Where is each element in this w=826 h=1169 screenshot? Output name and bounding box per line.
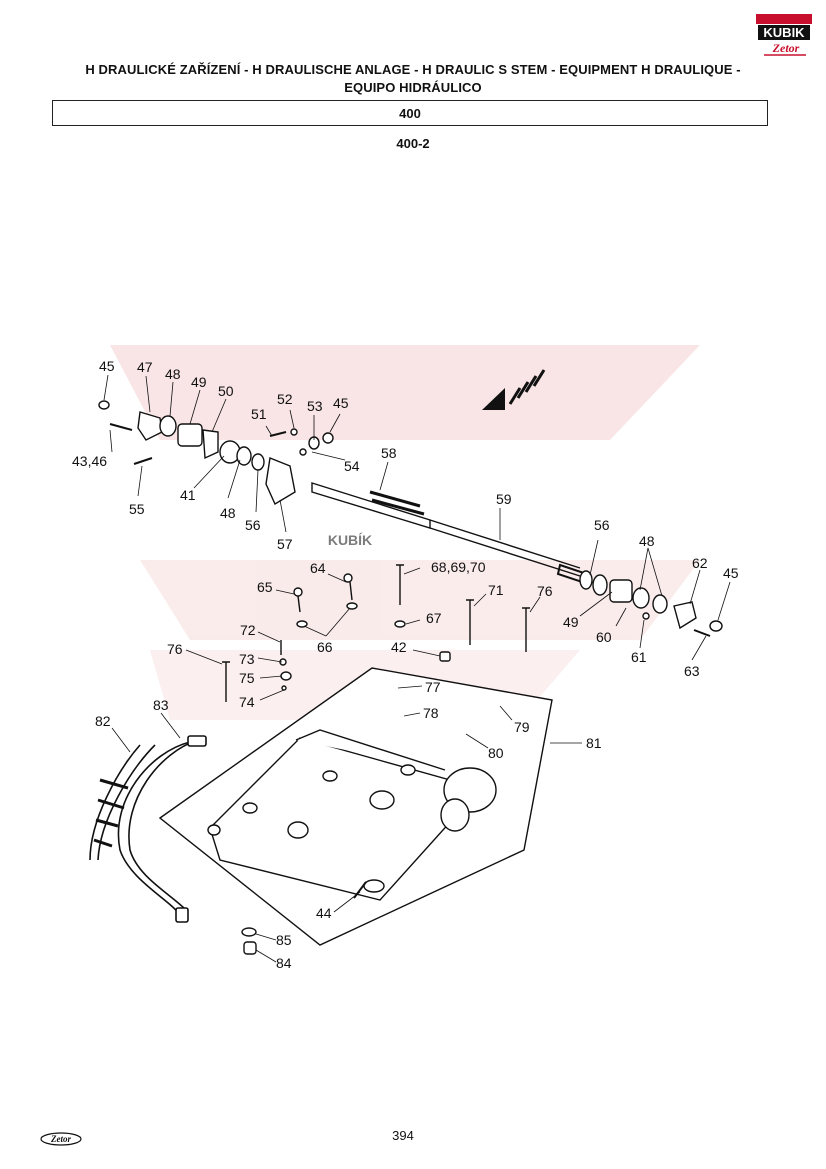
callout-label: 50 [218,383,234,399]
callout-label: 55 [129,501,145,517]
callout-label: 57 [277,536,293,552]
hydraulic-cover-81 [158,667,553,946]
callout-label: 44 [316,905,332,921]
callout-label: 51 [251,406,267,422]
right-bearing-parts [579,570,723,637]
callout-label: 54 [344,458,360,474]
section-number: 400 [399,106,421,121]
callout-label: 68,69,70 [431,559,486,575]
page-title-line2: EQUIPO HIDRÁULICO [344,80,482,95]
callout-label: 84 [276,955,292,971]
callout-label: 42 [391,639,407,655]
callout-labels: 45 47 48 49 50 43,46 52 53 45 51 54 41 4… [72,358,739,971]
callout-label: 66 [317,639,333,655]
callout-label: 60 [596,629,612,645]
callout-label: 48 [165,366,181,382]
kubik-zetor-logo: KUBIK Zetor [756,14,812,56]
watermark-text: KUBÍK [328,532,372,548]
callout-label: 53 [307,398,323,414]
callout-label: 80 [488,745,504,761]
callout-label: 77 [425,679,441,695]
callout-label: 49 [191,374,207,390]
callout-label: 45 [99,358,115,374]
callout-label: 85 [276,932,292,948]
callout-label: 43,46 [72,453,107,469]
fasteners [222,564,530,702]
callout-label: 47 [137,359,153,375]
callout-label: 71 [488,582,504,598]
callout-label: 72 [240,622,256,638]
callout-label: 48 [639,533,655,549]
callout-label: 61 [631,649,647,665]
callout-label: 63 [684,663,700,679]
zetor-footer-logo: Zetor [40,1132,82,1146]
callout-label: 56 [245,517,261,533]
logo-zetor-text: Zetor [772,41,800,55]
callout-label: 65 [257,579,273,595]
footer-logo-text: Zetor [50,1134,71,1144]
callout-label: 82 [95,713,111,729]
callout-label: 67 [426,610,442,626]
callout-label: 49 [563,614,579,630]
callout-label: 59 [496,491,512,507]
callout-label: 74 [239,694,255,710]
callout-label: 78 [423,705,439,721]
callout-label: 76 [167,641,183,657]
callout-label: 81 [586,735,602,751]
leader-lines [103,374,731,963]
callout-label: 64 [310,560,326,576]
callout-label: 83 [153,697,169,713]
callout-label: 48 [220,505,236,521]
section-box: 400 [52,100,768,126]
callout-label: 52 [277,391,293,407]
callout-label: 45 [723,565,739,581]
callout-label: 76 [537,583,553,599]
page-title-line1: H DRAULICKÉ ZAŘÍZENÍ - H DRAULISCHE ANLA… [85,62,741,77]
direction-arrow-icon [482,369,546,410]
callout-label: 45 [333,395,349,411]
page-number: 394 [392,1128,414,1143]
left-bearing-parts [98,400,334,506]
callout-label: 58 [381,445,397,461]
watermark: KUBÍK [110,345,700,720]
callout-label: 56 [594,517,610,533]
hoses [89,735,207,923]
callout-label: 79 [514,719,530,735]
plug-84-85 [241,927,257,955]
callout-label: 75 [239,670,255,686]
callout-label: 62 [692,555,708,571]
logo-kubik-text: KUBIK [763,25,805,40]
callout-label: 73 [239,651,255,667]
callout-label: 41 [180,487,196,503]
subsection-number: 400-2 [396,136,430,151]
